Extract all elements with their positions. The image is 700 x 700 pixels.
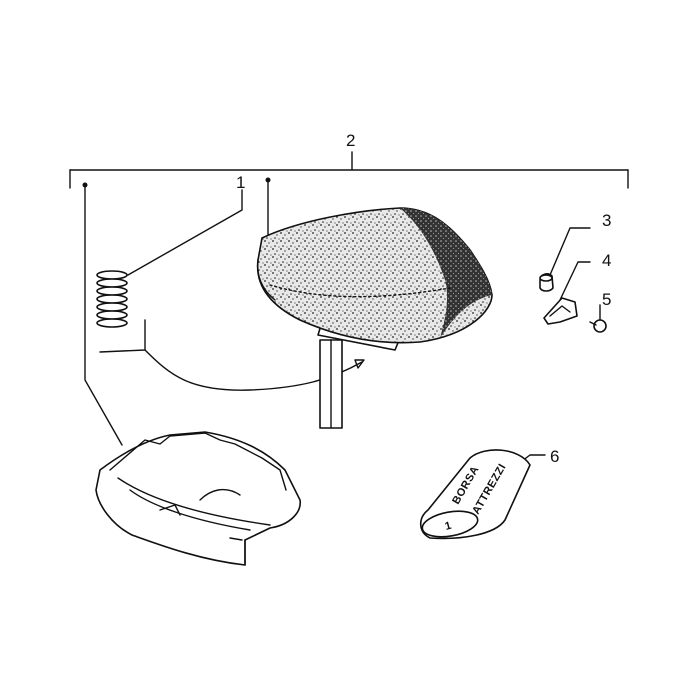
callout-1: 1 bbox=[236, 173, 245, 192]
group-bracket bbox=[69, 151, 629, 189]
callout-2: 2 bbox=[346, 131, 355, 150]
nut-part bbox=[539, 273, 554, 292]
tool-tray-part bbox=[95, 431, 301, 566]
latch-plate-part bbox=[543, 297, 578, 325]
spring-part bbox=[96, 270, 128, 328]
callout-5: 5 bbox=[602, 290, 611, 309]
seat-part bbox=[256, 207, 493, 429]
tool-bag-part: BORSA ATTREZZI 1 bbox=[419, 449, 531, 540]
callout-3: 3 bbox=[602, 211, 611, 230]
callout-6: 6 bbox=[550, 447, 559, 466]
screw-part bbox=[589, 319, 607, 333]
tool-bag-number: 1 bbox=[444, 520, 454, 533]
callout-4: 4 bbox=[602, 251, 611, 270]
